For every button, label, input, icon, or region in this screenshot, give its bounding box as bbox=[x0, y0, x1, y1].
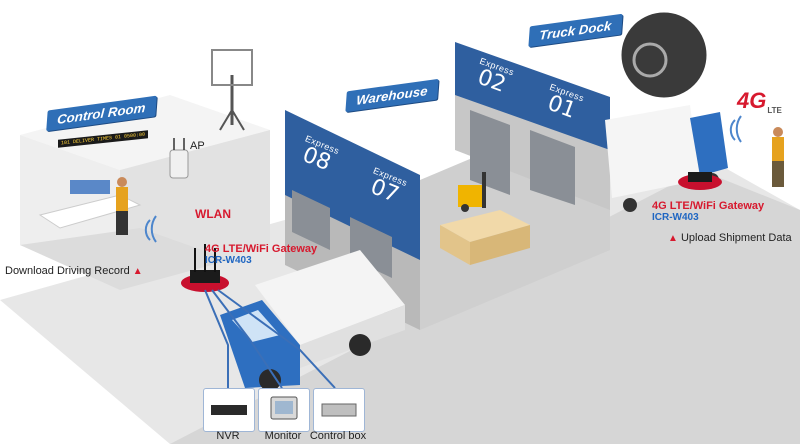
operator-head bbox=[117, 177, 127, 187]
pallet-boxes-right bbox=[470, 225, 530, 265]
cable-control-box bbox=[217, 289, 336, 389]
dock-wall-02-01 bbox=[455, 42, 610, 150]
driver-body bbox=[772, 137, 784, 161]
front-truck-cargo bbox=[255, 250, 405, 345]
front-truck-cargo-side bbox=[300, 305, 405, 368]
pallet-boxes-top bbox=[440, 210, 530, 242]
4g-lte-badge: 4GLTE bbox=[737, 88, 782, 115]
control-box-device-box bbox=[313, 388, 365, 432]
front-truck-wheel bbox=[259, 369, 281, 391]
forklift-wheel bbox=[461, 204, 469, 212]
truck-lane bbox=[170, 170, 800, 444]
operator-body bbox=[116, 187, 128, 211]
wifi-signal-icon-2 bbox=[729, 115, 742, 143]
download-driving-record: Download Driving Record ▲ bbox=[5, 265, 143, 277]
monitor-device-box bbox=[258, 388, 310, 432]
4g-label: 4G bbox=[737, 88, 767, 113]
nvr-device-box bbox=[203, 388, 255, 432]
back-gateway-model: ICR-W403 bbox=[652, 212, 699, 223]
front-gateway-model: ICR-W403 bbox=[205, 255, 252, 266]
cable-monitor bbox=[211, 289, 283, 389]
operator-monitors bbox=[70, 180, 110, 194]
wifi-signal-icon bbox=[144, 215, 157, 243]
back-gateway-device bbox=[688, 172, 712, 182]
back-truck-cargo bbox=[605, 105, 700, 198]
back-truck-wheel bbox=[623, 198, 637, 212]
wlan-label: WLAN bbox=[195, 207, 231, 221]
download-driving-record-text: Download Driving Record bbox=[5, 265, 130, 277]
ap-label: AP bbox=[190, 140, 205, 152]
back-truck-cab bbox=[690, 112, 728, 176]
nvr-icon bbox=[211, 405, 247, 415]
turbine-leg bbox=[219, 109, 233, 131]
operator-desk bbox=[38, 194, 142, 229]
control-box-icon bbox=[321, 403, 357, 417]
pallet-boxes-left bbox=[440, 225, 470, 265]
monitor-icon bbox=[270, 396, 298, 420]
turbine-leg-2 bbox=[231, 109, 245, 131]
dock-door-08 bbox=[292, 190, 330, 250]
control-room-floor bbox=[20, 228, 230, 290]
nvr-label: NVR bbox=[216, 430, 240, 442]
cab-inset-wheel bbox=[632, 42, 668, 78]
back-gateway-title: 4G LTE/WiFi Gateway bbox=[652, 200, 765, 212]
front-gateway-title: 4G LTE/WiFi Gateway bbox=[205, 243, 318, 255]
driver-head bbox=[773, 127, 783, 137]
lte-label: LTE bbox=[767, 106, 782, 116]
red-triangle-icon: ▲ bbox=[668, 233, 678, 244]
dock-wall-08-07 bbox=[285, 110, 420, 260]
operator-legs bbox=[116, 211, 128, 235]
forklift-body bbox=[458, 185, 482, 207]
cable-nvr bbox=[204, 289, 229, 388]
driver-legs bbox=[772, 161, 784, 187]
monitor-label: Monitor bbox=[264, 430, 302, 442]
front-gateway-label: 4G LTE/WiFi Gateway ICR-W403 bbox=[205, 243, 317, 266]
front-truck-windshield bbox=[232, 310, 280, 342]
upload-shipment-data: ▲ Upload Shipment Data bbox=[668, 232, 792, 244]
red-triangle-icon: ▲ bbox=[132, 266, 143, 277]
access-point-device bbox=[169, 149, 189, 179]
dock-door-02 bbox=[470, 110, 510, 195]
dock-door-01 bbox=[530, 130, 575, 205]
front-gateway-device bbox=[190, 270, 220, 283]
control-box-label: Control box bbox=[309, 430, 367, 442]
forklift-mast bbox=[482, 172, 486, 208]
upload-shipment-data-text: Upload Shipment Data bbox=[680, 232, 792, 244]
back-gateway-label: 4G LTE/WiFi Gateway ICR-W403 bbox=[652, 200, 764, 223]
front-truck-wheel-2 bbox=[349, 334, 371, 356]
turbine-blade-frame bbox=[211, 49, 253, 86]
